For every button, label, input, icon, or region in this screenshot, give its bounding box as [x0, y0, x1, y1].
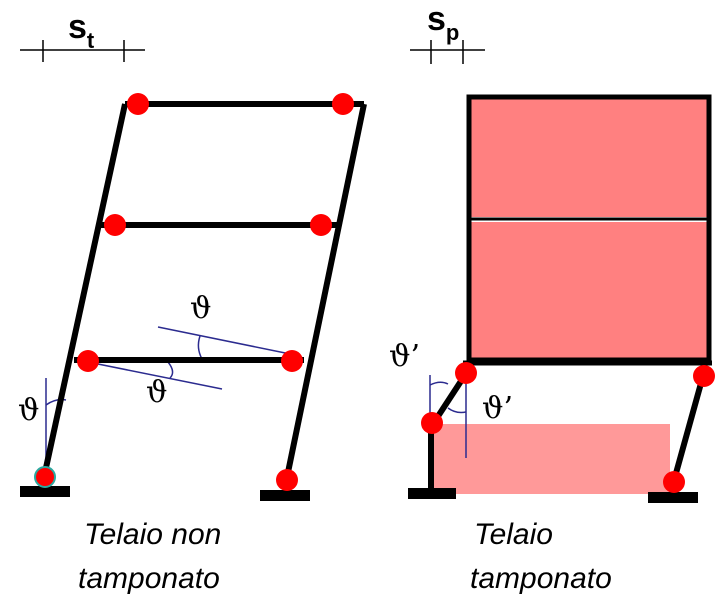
left-beam-reference-lower — [87, 361, 223, 390]
right-frame-members — [466, 94, 712, 363]
left-lower-angle-arc — [167, 361, 174, 379]
right-drift-scale — [410, 40, 485, 64]
left-column-left — [41, 103, 128, 478]
left-support-right — [260, 490, 310, 501]
left-angle-label-upper: ϑ — [190, 291, 211, 326]
right-frame-outline — [466, 94, 712, 363]
left-base-angle-arc — [45, 398, 67, 406]
right-support-left — [408, 488, 456, 499]
left-angle-label-lower: ϑ — [146, 375, 167, 410]
hinge — [276, 469, 298, 491]
ground-infill-panel — [431, 424, 670, 494]
hinge — [455, 362, 477, 384]
left-angle-label-base: ϑ — [18, 393, 39, 428]
hinge — [104, 214, 126, 236]
hinge — [34, 466, 56, 488]
left-caption-line1: Telaio non — [84, 518, 221, 551]
right-drift-label: sp — [427, 0, 459, 45]
right-right-angle-arc — [447, 407, 467, 414]
infill-panel-lower — [469, 222, 709, 360]
hinge — [281, 350, 303, 372]
right-hinges — [421, 362, 715, 493]
left-drift-scale — [20, 40, 145, 62]
hinge — [310, 214, 332, 236]
right-angle-label-left: ϑ’ — [389, 339, 420, 374]
right-caption-line2: tamponato — [470, 562, 612, 595]
left-frame: st ϑ ϑ — [18, 8, 367, 595]
left-drift-label: st — [68, 8, 95, 53]
hinge — [127, 93, 149, 115]
right-column-right — [670, 375, 706, 485]
left-support-left — [20, 486, 70, 497]
infill-panel-upper — [469, 97, 709, 217]
hinge — [77, 350, 99, 372]
right-left-angle-arc — [429, 381, 449, 386]
right-caption-line1: Telaio — [474, 518, 553, 551]
left-hinges — [34, 93, 354, 491]
hinge — [332, 93, 354, 115]
left-caption-line2: tamponato — [78, 562, 220, 595]
right-support-right — [648, 492, 698, 503]
right-angle-label-right: ϑ’ — [482, 391, 513, 426]
right-frame: sp ϑ’ ϑ’ Tela — [389, 0, 715, 595]
left-upper-angle-arc — [197, 335, 203, 360]
hinge — [663, 471, 685, 493]
hinge — [693, 365, 715, 387]
hinge — [421, 412, 443, 434]
left-column-right — [283, 103, 367, 483]
left-beam-reference-upper — [157, 326, 301, 357]
left-frame-members — [41, 101, 367, 483]
